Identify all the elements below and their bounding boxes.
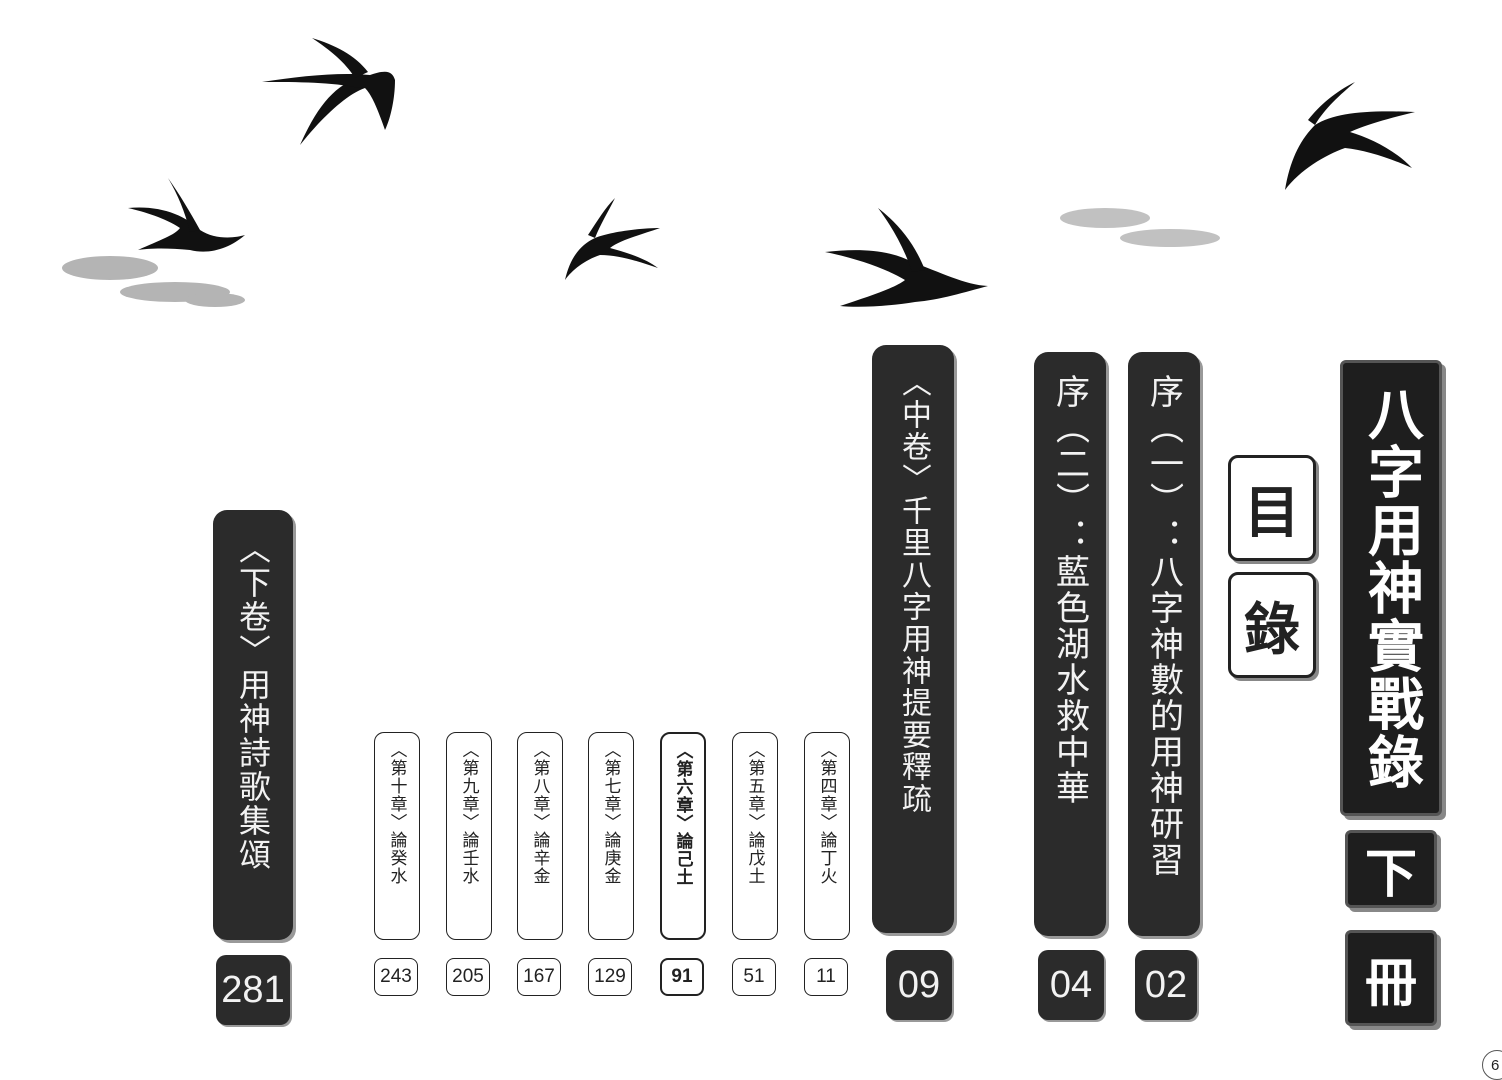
page-number-chapter-10: 243 — [374, 958, 418, 996]
volume-suffix-badge: 冊 — [1345, 930, 1437, 1026]
chapter-9[interactable]: 〈第九章〉論壬水 — [446, 732, 492, 940]
chapter-7[interactable]: 〈第七章〉論庚金 — [588, 732, 634, 940]
chapter-4[interactable]: 〈第四章〉論丁火 — [804, 732, 850, 940]
swallow-icon — [565, 198, 660, 280]
swallow-icon — [128, 178, 245, 252]
chapter-5[interactable]: 〈第五章〉論戊土 — [732, 732, 778, 940]
cloud-icon — [1060, 208, 1220, 247]
section-middle-volume[interactable]: 〈中卷〉千里八字用神提要釋疏 — [872, 345, 954, 933]
swallow-icon — [1285, 82, 1415, 190]
page-number-lower-volume: 281 — [216, 955, 290, 1025]
toc-heading-1: 目 — [1228, 455, 1316, 561]
page-number-chapter-7: 129 — [588, 958, 632, 996]
volume-badge: 下 — [1345, 830, 1437, 908]
chapter-8[interactable]: 〈第八章〉論辛金 — [517, 732, 563, 940]
page-number-preface-2: 04 — [1038, 950, 1104, 1020]
page-number-chapter-5: 51 — [732, 958, 776, 996]
section-preface-1[interactable]: 序（一）：八字神數的用神研習 — [1128, 352, 1200, 936]
toc-heading-2: 錄 — [1228, 572, 1316, 678]
chapter-10[interactable]: 〈第十章〉論癸水 — [374, 732, 420, 940]
page-number-chapter-9: 205 — [446, 958, 490, 996]
page-number-chapter-6: 91 — [660, 958, 704, 996]
page-number-chapter-4: 11 — [804, 958, 848, 996]
page-number-middle-volume: 09 — [886, 950, 952, 1020]
chapter-6[interactable]: 〈第六章〉論己土 — [660, 732, 706, 940]
swallow-icon — [262, 38, 395, 145]
swallow-icon — [825, 208, 988, 307]
page-number-chapter-8: 167 — [517, 958, 561, 996]
cloud-icon — [62, 256, 245, 307]
section-lower-volume[interactable]: 〈下卷〉用神詩歌集頌 — [213, 510, 293, 940]
section-preface-2[interactable]: 序（二）：藍色湖水救中華 — [1034, 352, 1106, 936]
page-number-preface-1: 02 — [1135, 950, 1197, 1020]
book-title: 八字用神實戰錄 — [1340, 360, 1442, 816]
